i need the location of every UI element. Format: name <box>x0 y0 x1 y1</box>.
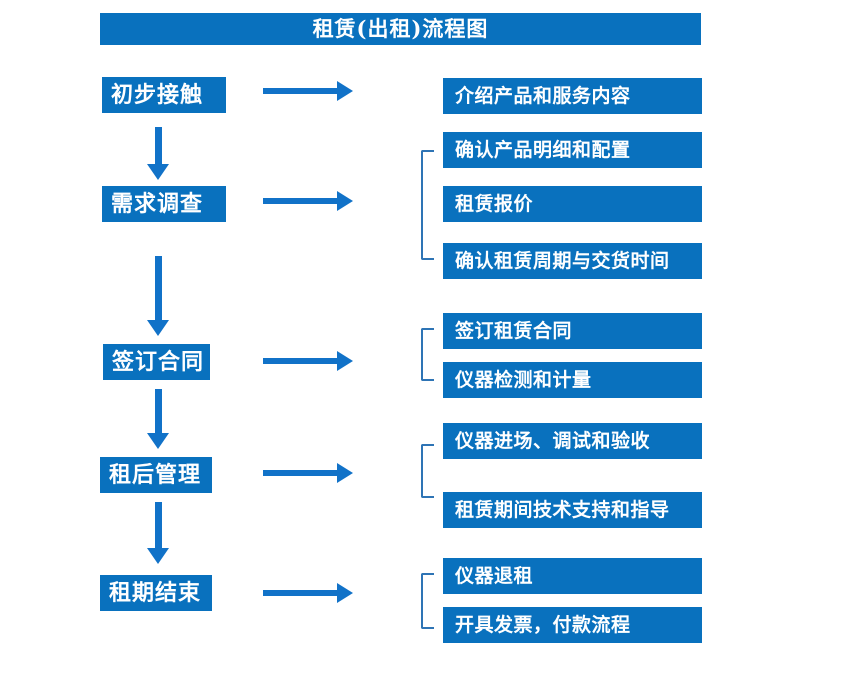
output-box-confirm-product-details-config: 确认产品明细和配置 <box>443 132 702 168</box>
flowchart-title: 租赁(出租)流程图 <box>100 13 701 45</box>
group-bracket <box>421 328 434 381</box>
output-box-rental-quotation: 租赁报价 <box>443 186 702 222</box>
output-box-confirm-rental-period-delivery: 确认租赁周期与交货时间 <box>443 243 702 279</box>
group-bracket <box>421 573 434 629</box>
right-arrow-icon <box>337 351 353 371</box>
output-box-rental-tech-support-guidance: 租赁期间技术支持和指导 <box>443 492 702 528</box>
step-box-demand-survey: 需求调查 <box>102 186 226 222</box>
output-box-introduce-products-services: 介绍产品和服务内容 <box>443 78 702 114</box>
down-arrow-icon <box>155 502 162 548</box>
down-arrow-icon <box>155 256 162 320</box>
down-arrow-icon <box>147 548 169 564</box>
right-arrow-icon <box>263 88 337 94</box>
down-arrow-icon <box>147 164 169 180</box>
output-box-invoicing-payment-process: 开具发票，付款流程 <box>443 607 702 643</box>
right-arrow-icon <box>337 81 353 101</box>
output-box-sign-rental-contract: 签订租赁合同 <box>443 313 702 349</box>
step-box-sign-contract: 签订合同 <box>103 344 210 380</box>
step-box-post-rental-management: 租后管理 <box>100 457 212 493</box>
output-box-instrument-testing-measurement: 仪器检测和计量 <box>443 362 702 398</box>
group-bracket <box>421 444 434 498</box>
group-bracket <box>421 150 434 260</box>
down-arrow-icon <box>147 433 169 449</box>
output-box-instrument-return: 仪器退租 <box>443 558 702 594</box>
right-arrow-icon <box>263 198 337 204</box>
right-arrow-icon <box>263 590 337 596</box>
down-arrow-icon <box>155 389 162 433</box>
output-box-instrument-arrival-debug-accept: 仪器进场、调试和验收 <box>443 423 702 459</box>
step-box-initial-contact: 初步接触 <box>102 77 226 113</box>
right-arrow-icon <box>263 470 337 476</box>
right-arrow-icon <box>337 191 353 211</box>
right-arrow-icon <box>263 358 337 364</box>
down-arrow-icon <box>147 320 169 336</box>
step-box-rental-period-end: 租期结束 <box>100 575 212 611</box>
right-arrow-icon <box>337 583 353 603</box>
right-arrow-icon <box>337 463 353 483</box>
down-arrow-icon <box>155 127 162 164</box>
